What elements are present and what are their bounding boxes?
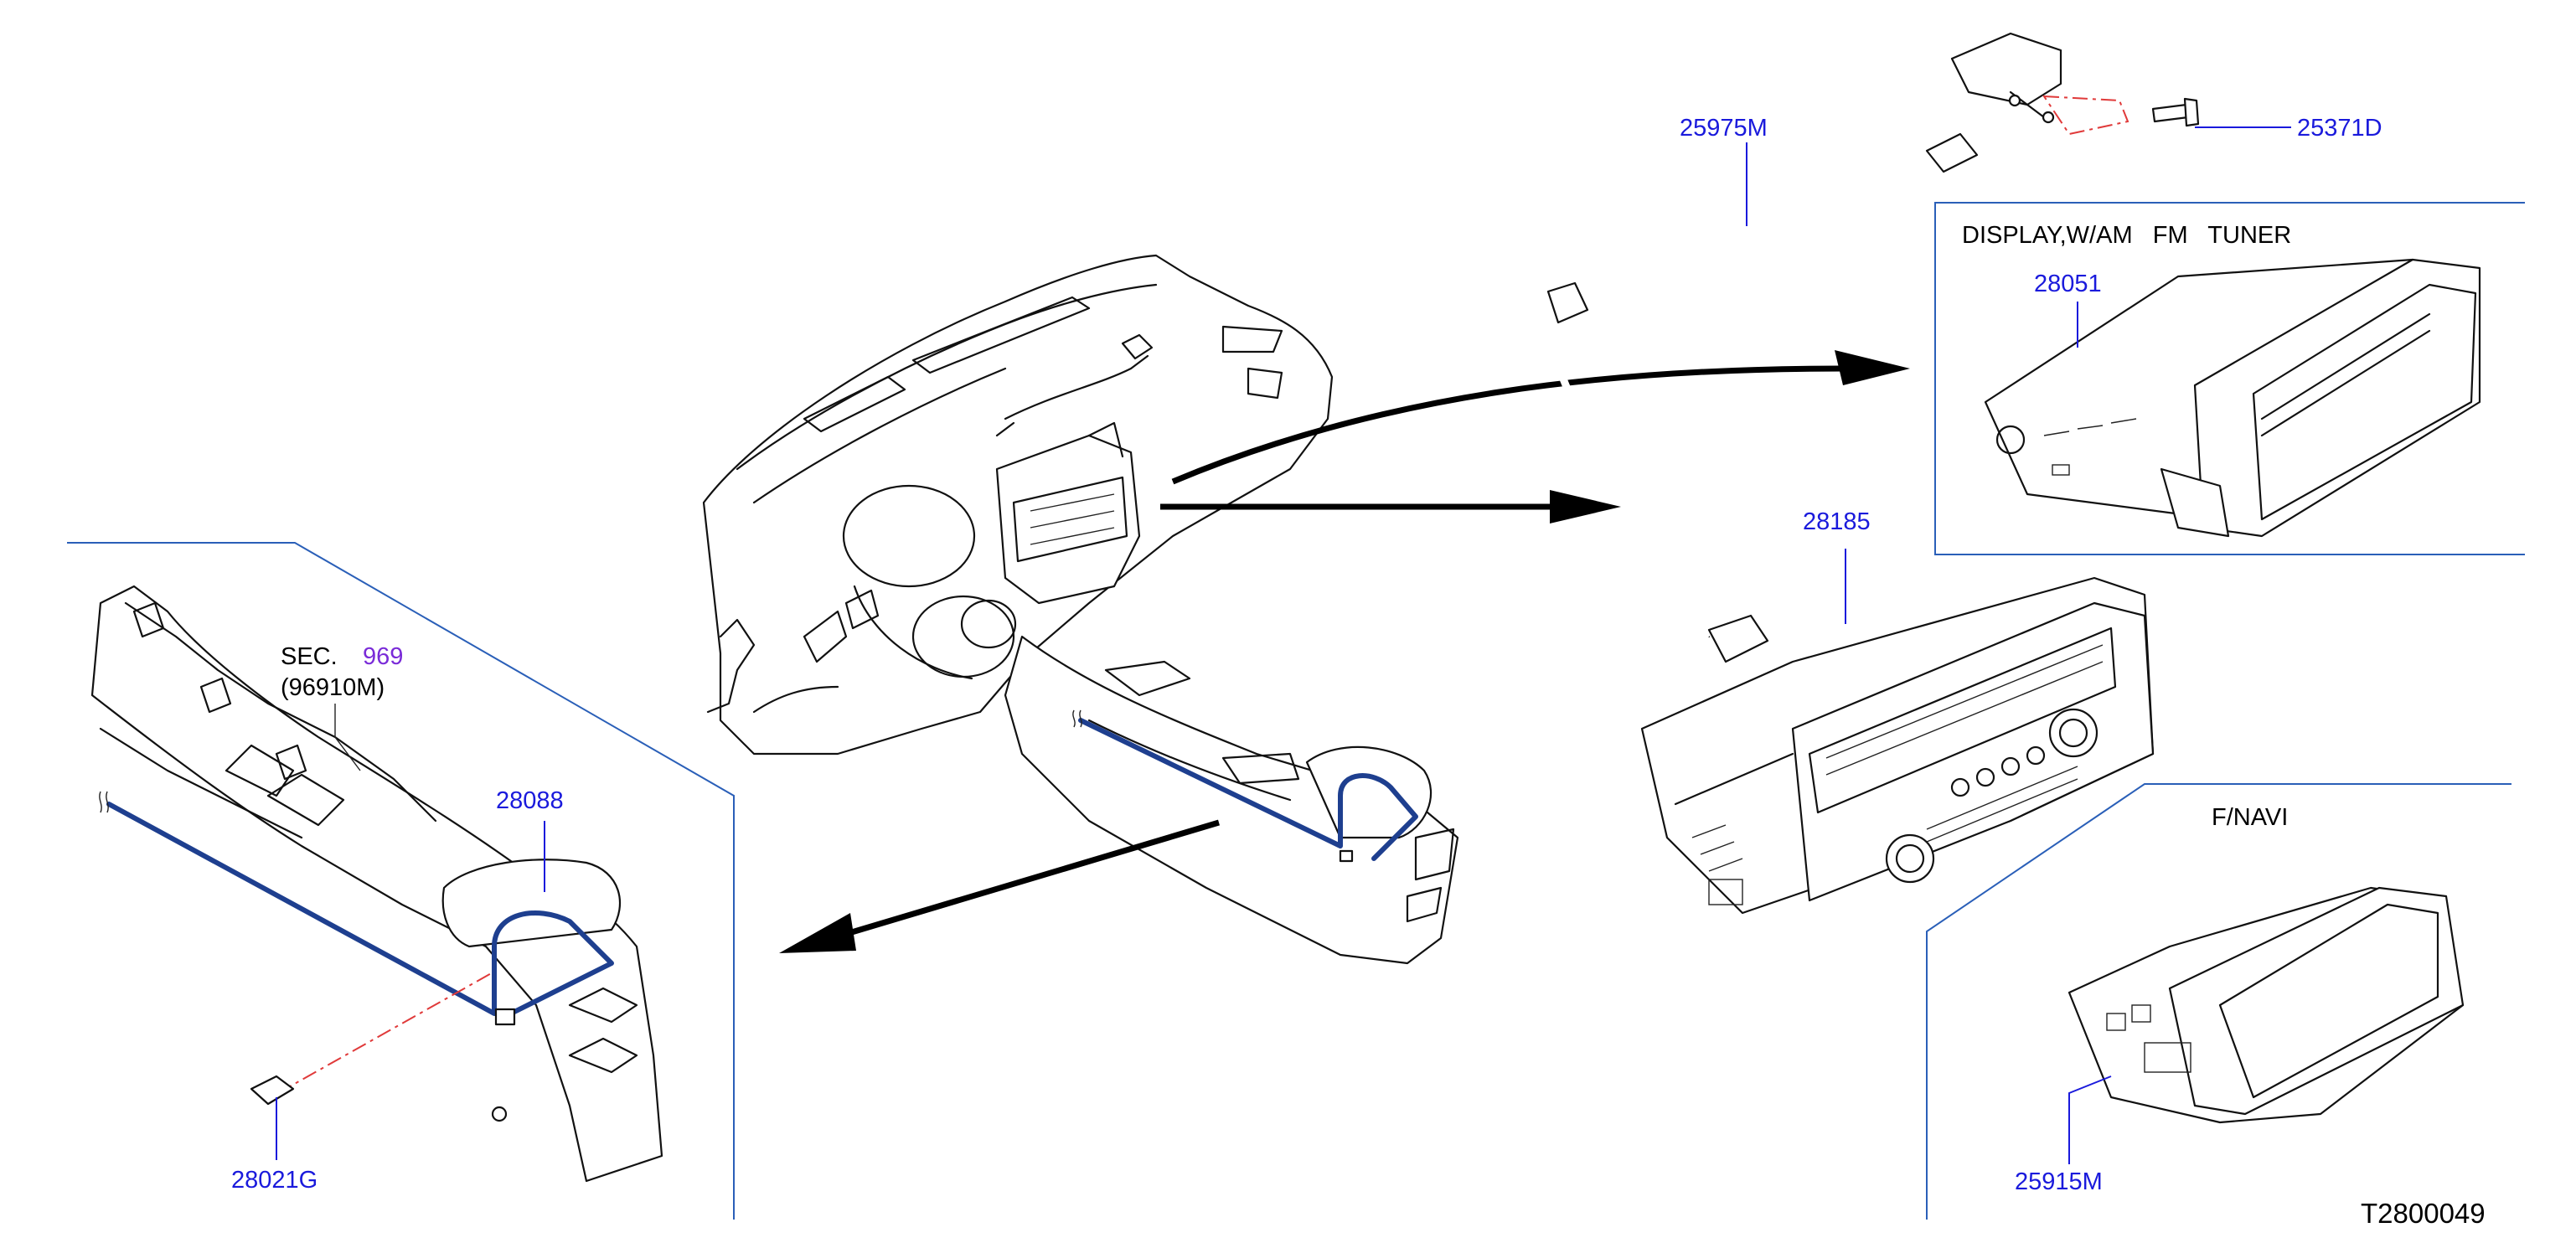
leader-lines (276, 126, 2291, 1164)
console-frame (67, 542, 735, 1220)
sec-prefix: SEC. (281, 643, 338, 670)
navi-frame (1926, 783, 2511, 1220)
label-28021G[interactable]: 28021G (231, 1167, 317, 1194)
label-25915M[interactable]: 25915M (2015, 1168, 2103, 1195)
label-25975M[interactable]: 25975M (1680, 115, 1768, 142)
display-unit (1984, 258, 2481, 538)
radio-head-unit (1640, 576, 2155, 915)
console-zoom (90, 585, 663, 1183)
label-28051[interactable]: 28051 (2034, 271, 2102, 297)
dashboard-illustration (702, 254, 1459, 965)
section-frames (67, 202, 2525, 1220)
sec-sub: (96910M) (281, 674, 385, 701)
labels: 25975M 25371D DISPLAY,W/AM FM TUNER 2805… (231, 115, 2486, 1229)
label-28185[interactable]: 28185 (1803, 508, 1871, 535)
direction-arrows (779, 350, 1910, 953)
navi-unit (2068, 886, 2465, 1124)
antenna-cable (1546, 32, 2200, 663)
display-caption: DISPLAY,W/AM FM TUNER (1962, 222, 2291, 249)
diagram-id: T2800049 (2361, 1198, 2486, 1229)
sec-link-969[interactable]: 969 (363, 643, 403, 670)
label-25371D[interactable]: 25371D (2297, 115, 2382, 142)
display-frame (1934, 202, 2525, 555)
navi-caption: F/NAVI (2212, 804, 2288, 831)
label-28088[interactable]: 28088 (496, 787, 564, 814)
